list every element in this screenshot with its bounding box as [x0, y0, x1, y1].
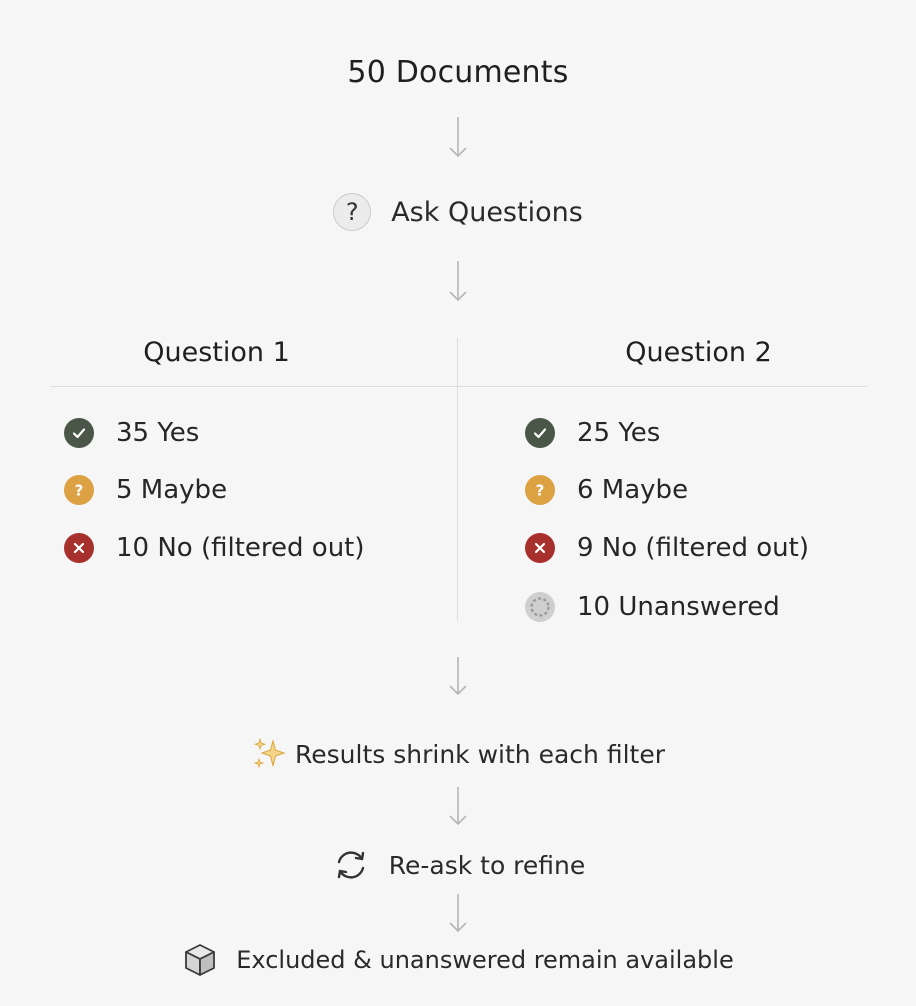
question-circle-icon: ? [64, 475, 94, 505]
check-circle-icon [64, 418, 94, 448]
q2-yes-row: 25 Yes [525, 413, 660, 453]
reask-step: Re-ask to refine [0, 843, 916, 887]
q2-no-row: 9 No (filtered out) [525, 528, 809, 568]
excluded-label: Excluded & unanswered remain available [236, 946, 734, 974]
down-arrow-icon [449, 657, 467, 696]
cube-icon [182, 942, 218, 978]
results-shrink-step: Results shrink with each filter [0, 733, 916, 775]
results-shrink-label: Results shrink with each filter [295, 739, 665, 769]
page-title: 50 Documents [0, 50, 916, 94]
down-arrow-icon [449, 117, 467, 158]
reask-label: Re-ask to refine [388, 850, 586, 880]
question-2-header: Question 2 [530, 330, 867, 374]
q1-maybe-row: ? 5 Maybe [64, 470, 227, 510]
check-circle-icon [525, 418, 555, 448]
x-circle-icon [525, 533, 555, 563]
q2-maybe-label: 6 Maybe [577, 475, 689, 505]
down-arrow-icon [449, 261, 467, 302]
q2-yes-label: 25 Yes [577, 418, 661, 448]
question-mark-icon: ? [333, 193, 372, 231]
q1-no-label: 10 No (filtered out) [116, 533, 365, 563]
excluded-step: Excluded & unanswered remain available [0, 938, 916, 982]
question-1-header: Question 1 [50, 330, 383, 374]
horizontal-divider [50, 386, 867, 387]
title-text: 50 Documents [347, 54, 569, 90]
sparkles-icon [251, 735, 289, 773]
q1-yes-label: 35 Yes [116, 418, 200, 448]
q2-unanswered-label: 10 Unanswered [577, 592, 780, 622]
svg-text:?: ? [75, 482, 84, 500]
refresh-icon [331, 845, 371, 885]
question-1-label: Question 1 [143, 336, 290, 368]
question-2-label: Question 2 [625, 336, 772, 368]
down-arrow-icon [449, 894, 467, 933]
question-circle-icon: ? [525, 475, 555, 505]
q1-no-row: 10 No (filtered out) [64, 528, 365, 568]
down-arrow-icon [449, 787, 467, 826]
q2-maybe-row: ? 6 Maybe [525, 470, 688, 510]
q1-maybe-label: 5 Maybe [116, 475, 228, 505]
q2-no-label: 9 No (filtered out) [577, 533, 809, 563]
q2-unanswered-row: 10 Unanswered [525, 587, 780, 627]
ask-questions-label: Ask Questions [391, 196, 583, 228]
svg-text:?: ? [536, 482, 545, 500]
vertical-divider [457, 338, 458, 621]
dashed-circle-icon [525, 592, 555, 622]
x-circle-icon [64, 533, 94, 563]
q1-yes-row: 35 Yes [64, 413, 199, 453]
ask-questions-step: ? Ask Questions [0, 190, 916, 234]
